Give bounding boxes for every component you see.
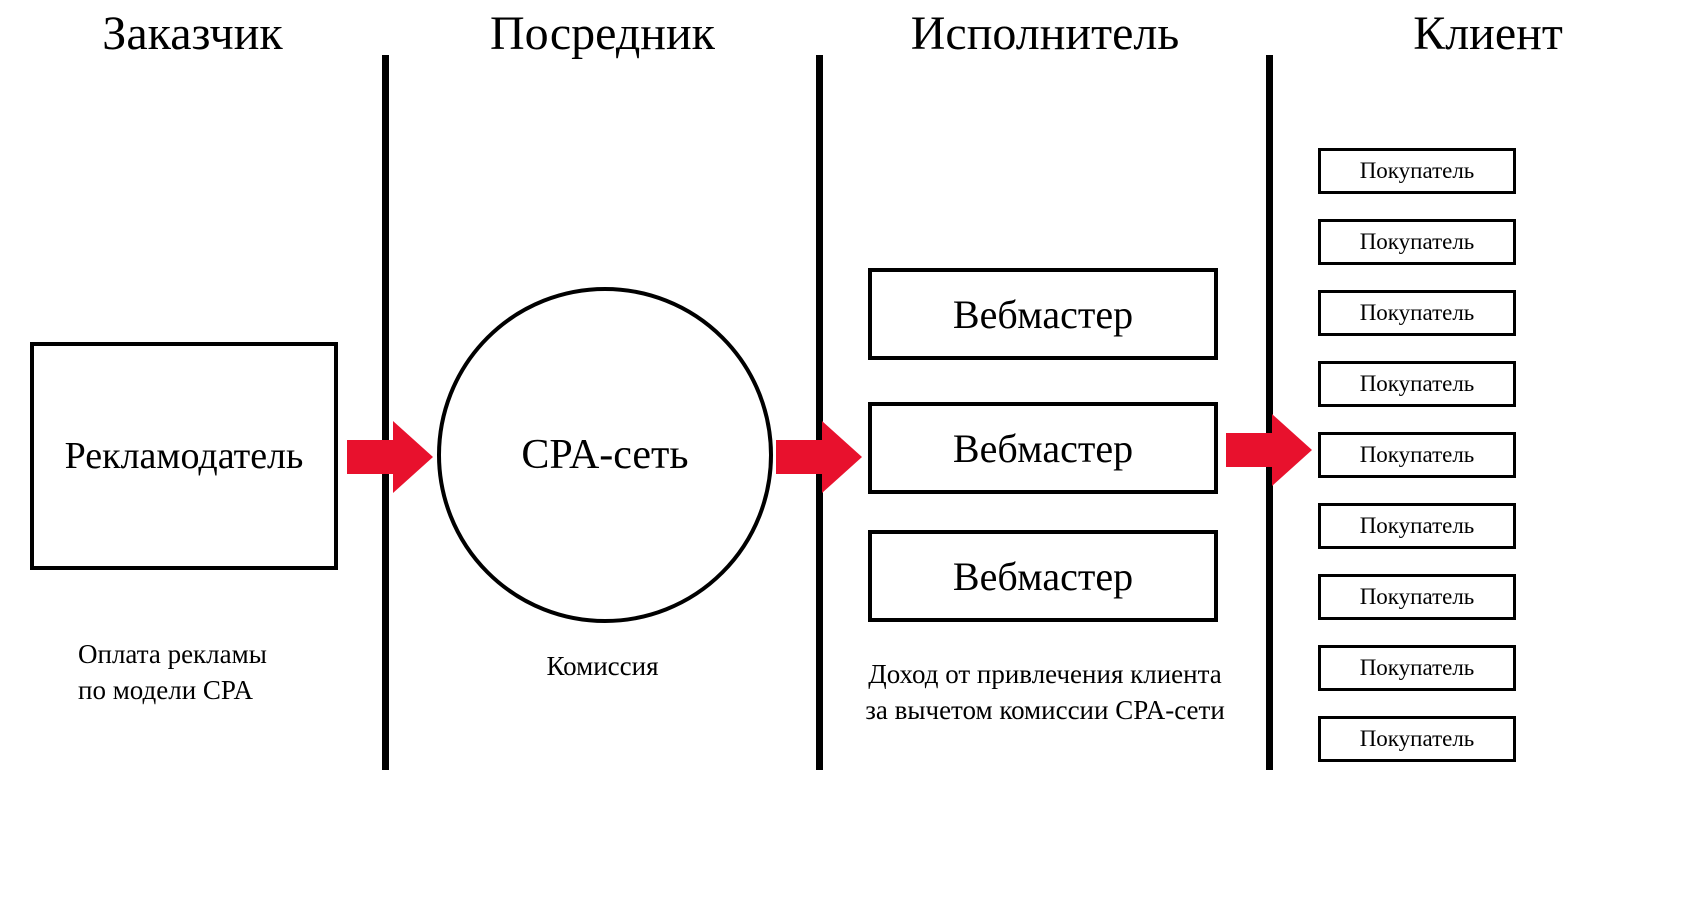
cpa-network-label: CPA-сеть bbox=[521, 432, 689, 478]
webmaster-label: Вебмастер bbox=[952, 553, 1134, 599]
executor-caption: Доход от привлечения клиента за вычетом … bbox=[865, 659, 1225, 726]
cpa-network-circle: CPA-сеть bbox=[437, 287, 773, 623]
webmaster-label: Вебмастер bbox=[952, 291, 1134, 337]
buyer-box: Покупатель bbox=[1318, 716, 1516, 762]
column-header-customer: Заказчик bbox=[102, 7, 283, 60]
buyer-label: Покупатель bbox=[1359, 371, 1475, 396]
column-divider-1 bbox=[382, 55, 389, 770]
column-divider-3 bbox=[1266, 55, 1273, 770]
webmaster-box: Вебмастер bbox=[868, 530, 1218, 622]
intermediary-caption: Комиссия bbox=[546, 651, 659, 681]
webmaster-label: Вебмастер bbox=[952, 425, 1134, 471]
arrow-right-icon bbox=[776, 421, 862, 493]
buyer-label: Покупатель bbox=[1359, 726, 1475, 751]
advertiser-label: Рекламодатель bbox=[64, 435, 304, 477]
buyer-box: Покупатель bbox=[1318, 219, 1516, 265]
buyer-label: Покупатель bbox=[1359, 442, 1475, 467]
webmaster-box: Вебмастер bbox=[868, 402, 1218, 494]
buyer-box: Покупатель bbox=[1318, 645, 1516, 691]
arrow-right-shape bbox=[776, 421, 862, 493]
buyer-label: Покупатель bbox=[1359, 513, 1475, 538]
arrow-right-shape bbox=[347, 421, 433, 493]
advertiser-box: Рекламодатель bbox=[30, 342, 338, 570]
buyer-label: Покупатель bbox=[1359, 655, 1475, 680]
buyer-label: Покупатель bbox=[1359, 300, 1475, 325]
arrow-right-icon bbox=[1226, 414, 1312, 486]
buyer-label: Покупатель bbox=[1359, 229, 1475, 254]
column-header-client: Клиент bbox=[1413, 7, 1563, 60]
webmaster-box: Вебмастер bbox=[868, 268, 1218, 360]
buyer-box: Покупатель bbox=[1318, 148, 1516, 194]
buyer-box: Покупатель bbox=[1318, 290, 1516, 336]
buyer-box: Покупатель bbox=[1318, 432, 1516, 478]
buyer-box: Покупатель bbox=[1318, 361, 1516, 407]
buyer-label: Покупатель bbox=[1359, 584, 1475, 609]
buyer-box: Покупатель bbox=[1318, 503, 1516, 549]
column-header-intermediary: Посредник bbox=[490, 7, 715, 60]
column-header-executor: Исполнитель bbox=[910, 7, 1180, 60]
column-divider-2 bbox=[816, 55, 823, 770]
buyer-box: Покупатель bbox=[1318, 574, 1516, 620]
arrow-right-icon bbox=[347, 421, 433, 493]
arrow-right-shape bbox=[1226, 414, 1312, 486]
buyer-label: Покупатель bbox=[1359, 158, 1475, 183]
customer-caption: Оплата рекламы по модели CPA bbox=[78, 639, 267, 706]
